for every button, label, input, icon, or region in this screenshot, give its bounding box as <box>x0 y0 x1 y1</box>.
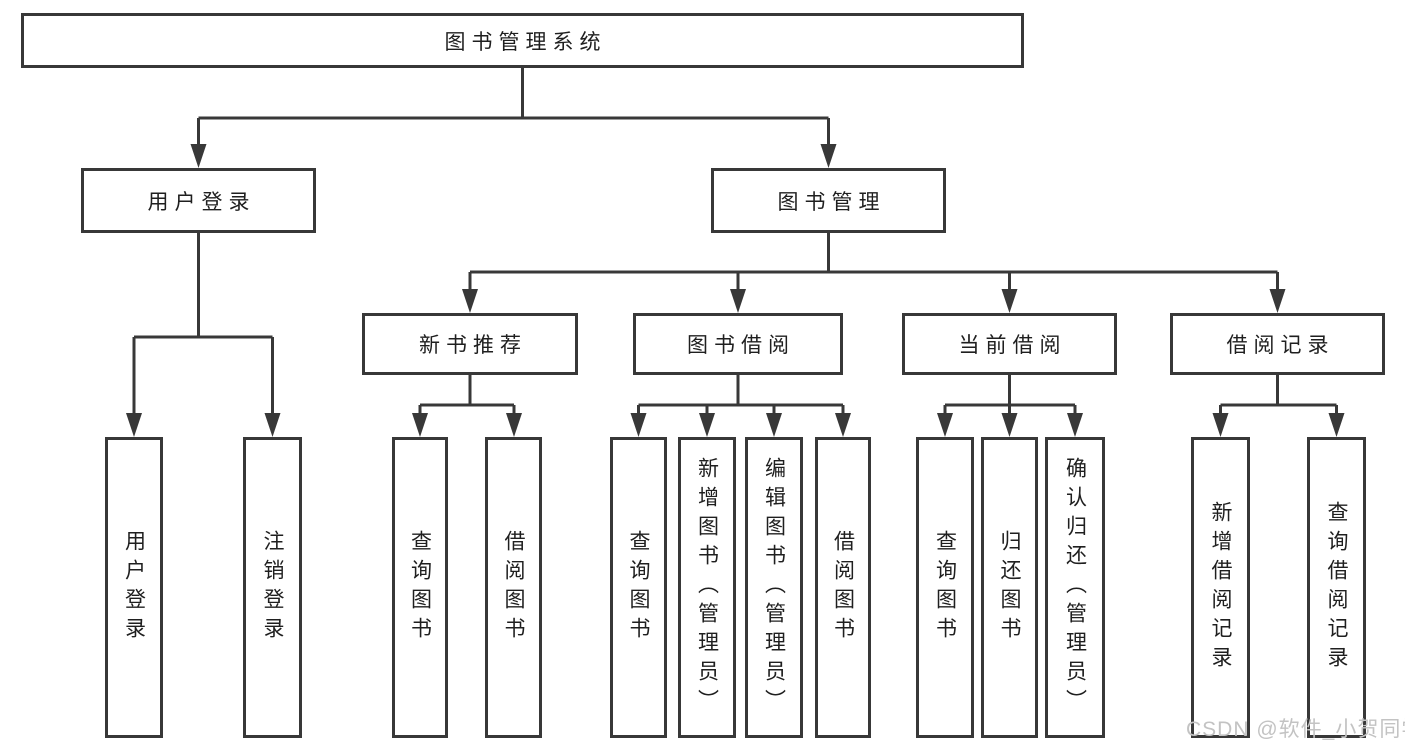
node-label: 图书借阅 <box>687 334 795 357</box>
node-current-borrow: 当前借阅 <box>902 313 1117 375</box>
arrowheads <box>126 144 1345 437</box>
node-label: 查询借阅记录 <box>1325 500 1348 675</box>
node-root: 图书管理系统 <box>21 13 1024 68</box>
leaf-borrow-books-borrow: 借阅图书 <box>815 437 871 738</box>
node-new-book-recommend: 新书推荐 <box>362 313 578 375</box>
leaf-query-books-current: 查询图书 <box>916 437 974 738</box>
leaf-user-login: 用户登录 <box>105 437 163 738</box>
leaf-logout: 注销登录 <box>243 437 302 738</box>
leaf-confirm-return-admin: 确认归还（管理员） <box>1045 437 1105 738</box>
node-label: 用户登录 <box>122 529 146 646</box>
leaf-borrow-books-recommend: 借阅图书 <box>485 437 542 738</box>
leaf-query-books-borrow: 查询图书 <box>610 437 667 738</box>
node-borrow-records: 借阅记录 <box>1170 313 1385 375</box>
node-user-login: 用户登录 <box>81 168 316 233</box>
leaf-edit-book-admin: 编辑图书（管理员） <box>745 437 803 738</box>
node-label: 用户登录 <box>147 190 256 214</box>
node-label: 归还图书 <box>998 529 1021 646</box>
node-label: 借阅图书 <box>502 529 525 646</box>
leaf-query-borrow-record: 查询借阅记录 <box>1307 437 1366 738</box>
csdn-watermark: CSDN @软件_小贺同学 <box>1186 718 1405 741</box>
node-label: 借阅图书 <box>831 529 855 646</box>
node-label: 注销登录 <box>261 529 284 646</box>
node-label: 新书推荐 <box>419 334 527 357</box>
node-label: 确认归还（管理员） <box>1063 457 1087 718</box>
node-label: 图书管理系统 <box>444 30 607 54</box>
node-label: 查询图书 <box>408 529 432 646</box>
node-label: 当前借阅 <box>958 334 1067 357</box>
node-label: 图书管理 <box>777 190 886 214</box>
leaf-add-book-admin: 新增图书（管理员） <box>678 437 736 738</box>
node-label: 借阅记录 <box>1226 334 1335 357</box>
node-label: 新增图书（管理员） <box>695 457 719 718</box>
node-book-management: 图书管理 <box>711 168 946 233</box>
node-label: 查询图书 <box>933 529 957 646</box>
connector-paths <box>132 68 1338 420</box>
leaf-add-borrow-record: 新增借阅记录 <box>1191 437 1250 738</box>
node-label: 编辑图书（管理员） <box>762 457 786 718</box>
node-label: 新增借阅记录 <box>1209 500 1232 675</box>
node-label: 查询图书 <box>627 529 650 646</box>
node-book-borrow: 图书借阅 <box>633 313 843 375</box>
leaf-query-books-recommend: 查询图书 <box>392 437 448 738</box>
leaf-return-books: 归还图书 <box>981 437 1038 738</box>
